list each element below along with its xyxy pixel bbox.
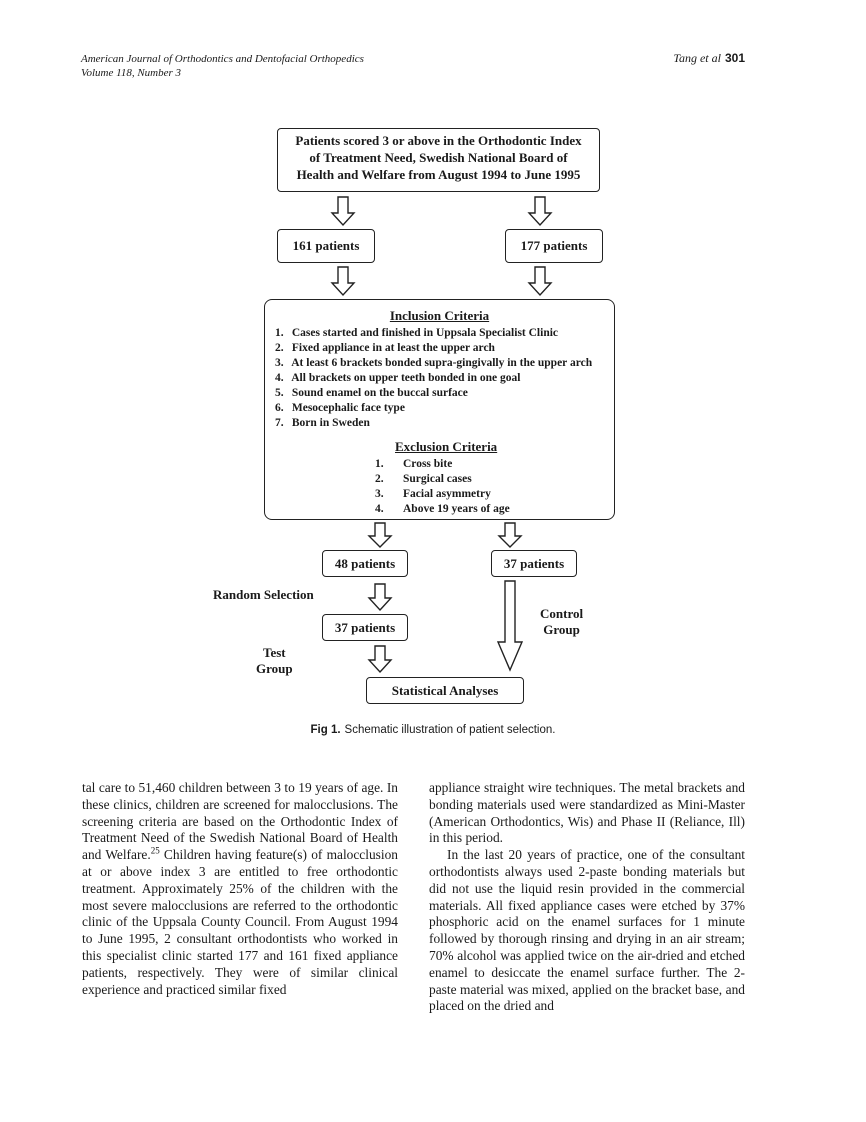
item-number: 3. [375, 488, 384, 500]
box-37-patients-test: 37 patients [322, 614, 408, 641]
item-text: Born in Sweden [291, 417, 370, 429]
item-text: Fixed appliance in at least the upper ar… [291, 342, 495, 354]
box-161-patients: 161 patients [277, 229, 375, 263]
control-group-line-2: Group [543, 622, 580, 637]
exclusion-item: 4. Above 19 years of age [375, 502, 604, 517]
down-arrow-icon [497, 522, 523, 548]
long-down-arrow-icon [496, 580, 524, 672]
inclusion-item: 4. All brackets on upper teeth bonded in… [275, 371, 604, 386]
body-paragraph: appliance straight wire techniques. The … [429, 780, 745, 846]
box-37-patients-control: 37 patients [491, 550, 577, 577]
item-text: At least 6 brackets bonded supra-gingiva… [291, 357, 593, 369]
box-177-patients: 177 patients [505, 229, 603, 263]
inclusion-item: 1. Cases started and finished in Uppsala… [275, 326, 604, 341]
exclusion-section: Exclusion Criteria 1. Cross bite 2. Surgic… [375, 439, 604, 517]
item-number: 7. [275, 417, 284, 429]
item-number: 4. [375, 503, 384, 515]
exclusion-item: 1. Cross bite [375, 457, 604, 472]
body-column-left: tal care to 51,460 children between 3 to… [82, 780, 398, 998]
exclusion-criteria-list: 1. Cross bite 2. Surgical cases 3. Facial a… [375, 457, 604, 517]
test-group-label: Test Group [256, 645, 293, 677]
body-paragraph: In the last 20 years of practice, one of… [429, 847, 745, 1014]
exclusion-criteria-title: Exclusion Criteria [395, 439, 498, 454]
figure-label: Fig 1. [310, 724, 341, 736]
item-number: 1. [275, 327, 284, 339]
running-header-journal: American Journal of Orthodontics and Den… [81, 53, 364, 65]
running-header-volume: Volume 118, Number 3 [81, 67, 182, 79]
body-text: Children having feature(s) of malocclusi… [82, 847, 398, 997]
item-number: 5. [275, 387, 284, 399]
top-box-line-3: Health and Welfare from August 1994 to J… [296, 167, 581, 182]
body-paragraph: tal care to 51,460 children between 3 to… [82, 780, 398, 998]
criteria-box: Inclusion Criteria 1. Cases started and … [264, 299, 615, 520]
exclusion-item: 3. Facial asymmetry [375, 487, 604, 502]
inclusion-item: 3. At least 6 brackets bonded supra-ging… [275, 356, 604, 371]
header-authors: Tang et al [673, 51, 721, 65]
figure-caption: Fig 1.Schematic illustration of patient … [0, 724, 866, 736]
inclusion-item: 2. Fixed appliance in at least the upper… [275, 341, 604, 356]
inclusion-criteria-list: 1. Cases started and finished in Uppsala… [275, 326, 604, 431]
item-text: All brackets on upper teeth bonded in on… [291, 372, 521, 384]
control-group-label: Control Group [540, 606, 583, 638]
item-text: Facial asymmetry [403, 488, 491, 500]
down-arrow-icon [330, 196, 356, 227]
body-column-right: appliance straight wire techniques. The … [429, 780, 745, 1015]
inclusion-criteria-title: Inclusion Criteria [389, 308, 490, 323]
item-number: 2. [275, 342, 284, 354]
item-text: Mesocephalic face type [291, 402, 405, 414]
down-arrow-icon [367, 583, 393, 612]
down-arrow-icon [367, 645, 393, 674]
test-group-line-2: Group [256, 661, 293, 676]
inclusion-item: 7. Born in Sweden [275, 416, 604, 431]
inclusion-item: 5. Sound enamel on the buccal surface [275, 386, 604, 401]
item-text: Cases started and finished in Uppsala Sp… [291, 327, 559, 339]
top-box-line-2: of Treatment Need, Swedish National Boar… [309, 150, 568, 165]
exclusion-item: 2. Surgical cases [375, 472, 604, 487]
item-text: Surgical cases [403, 473, 472, 485]
top-box-line-1: Patients scored 3 or above in the Orthod… [295, 133, 582, 148]
item-text: Above 19 years of age [403, 503, 510, 515]
flowchart-top-box: Patients scored 3 or above in the Orthod… [277, 128, 600, 192]
item-number: 1. [375, 458, 384, 470]
item-number: 6. [275, 402, 284, 414]
item-number: 2. [375, 473, 384, 485]
box-48-patients: 48 patients [322, 550, 408, 577]
down-arrow-icon [527, 266, 553, 297]
inclusion-item: 6. Mesocephalic face type [275, 401, 604, 416]
item-text: Cross bite [403, 458, 453, 470]
item-number: 4. [275, 372, 284, 384]
random-selection-label: Random Selection [213, 587, 314, 602]
down-arrow-icon [330, 266, 356, 297]
figure-caption-text: Schematic illustration of patient select… [344, 724, 556, 736]
reference-superscript: 25 [150, 845, 160, 856]
page-number: 301 [724, 51, 745, 65]
item-number: 3. [275, 357, 284, 369]
box-statistical-analyses: Statistical Analyses [366, 677, 524, 704]
test-group-line-1: Test [262, 645, 286, 660]
item-text: Sound enamel on the buccal surface [291, 387, 468, 399]
down-arrow-icon [527, 196, 553, 227]
control-group-line-1: Control [540, 606, 584, 621]
body-text: tal care to 51,460 children between 3 to… [82, 780, 398, 863]
down-arrow-icon [367, 522, 393, 548]
